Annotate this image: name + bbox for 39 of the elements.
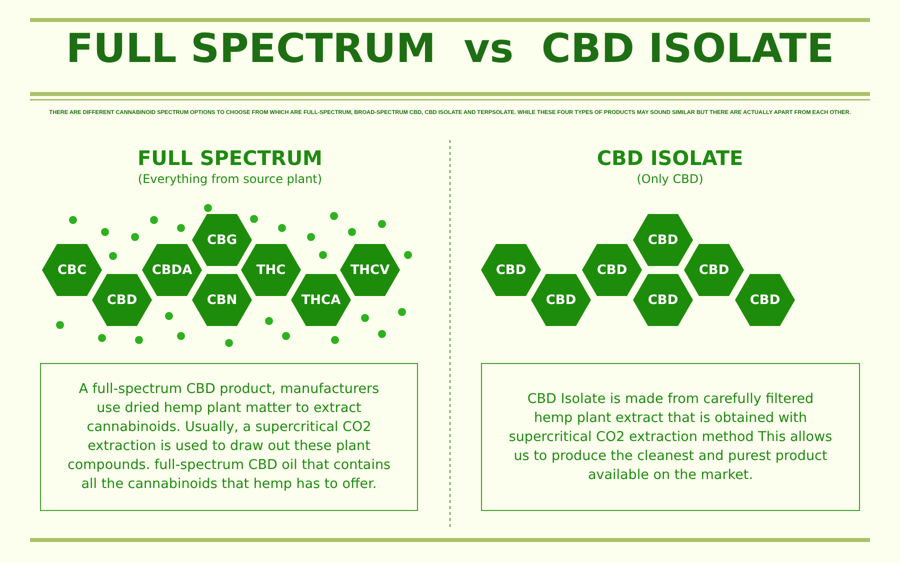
hexagon-label: CBDA [152,262,192,278]
hexagon-node [481,244,541,296]
hexagon-label: CBG [206,232,238,248]
hexagon-node [633,274,693,326]
text-box [40,363,418,511]
hexagon-label: THC [256,262,286,278]
hexagon-node [92,274,152,326]
hexagon-node [42,244,102,296]
hexagon-node [633,214,693,266]
hexagon-label: CBN [206,292,238,308]
section-heading: FULL SPECTRUM [136,146,324,170]
hexagon-node [340,244,400,296]
hexagon-node [142,244,202,296]
hexagon-label: CBD [648,232,678,248]
hexagon-node [684,244,744,296]
description-text: CBD Isolate is made from carefully filtered hemp plant extract that is obtained with supercritical CO2 extraction method This allows us to produce the cleanest and purest product available on the market. [508,390,834,484]
hexagon-label: CBD [750,292,780,308]
hexagon-node [241,244,301,296]
text-box [481,363,860,511]
section-heading: CBD ISOLATE [596,146,744,170]
hexagon-label: CBD [596,262,628,278]
description-text: A full-spectrum CBD product, manufacturers use dried hemp plant matter to extract cannabinoids. Usually, a supercritical CO2 extraction is used to draw out these plant compounds. full-spectrum CBD oil that contains all the cannabinoids that hemp has to offer. [66,380,392,494]
hexagon-label: THCA [301,292,341,308]
hexagon-label: CBD [106,292,138,308]
hexagon-label: CBD [698,262,730,278]
hexagon-node [192,214,252,266]
hexagon-label: CBD [648,292,678,308]
hexagon-node [582,244,642,296]
hexagon-label: CBD [546,292,576,308]
hexagon-node [735,274,795,326]
section-subheading: (Everything from source plant) [136,172,324,186]
hexagon-label: CBD [496,262,526,278]
title: FULL SPECTRUM vs CBD ISOLATE [64,26,836,72]
hexagon-label: CBC [58,262,86,278]
hexagon-node [291,274,351,326]
hexagon-node [192,274,252,326]
section-subheading: (Only CBD) [636,172,704,186]
hexagon-node [531,274,591,326]
hexagon-label: THCV [350,262,390,278]
